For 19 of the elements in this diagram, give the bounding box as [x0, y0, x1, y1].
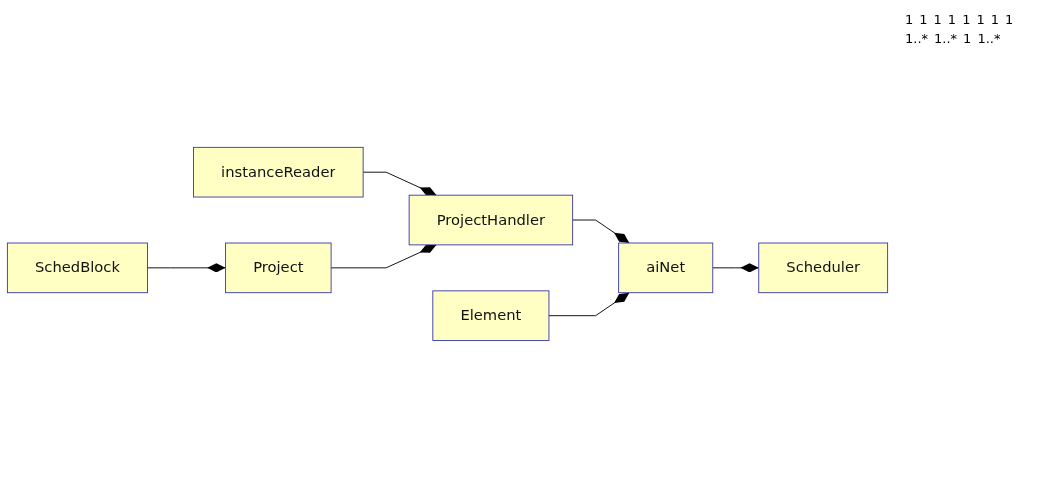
node-box: instanceReader — [193, 146, 364, 198]
node-box: aiNet — [618, 242, 714, 293]
node-box: Element — [432, 289, 550, 341]
node-box: Project — [225, 242, 332, 293]
multiplicity-label: 1..* — [977, 31, 1001, 46]
node-box: ProjectHandler — [408, 194, 574, 245]
multiplicity-label: 1..* — [934, 31, 958, 46]
multiplicity-label: 1 — [947, 12, 957, 27]
multiplicity-label: 1 — [976, 12, 985, 27]
multiplicity-label: 1 — [1004, 12, 1014, 27]
multiplicity-label: 1 — [905, 12, 914, 27]
multiplicity-label: 1 — [919, 12, 928, 27]
node-box: SchedBlock — [6, 242, 148, 293]
multiplicity-label: 1 — [962, 12, 971, 27]
multiplicity-label: 1 — [963, 31, 972, 46]
multiplicity-label: 1..* — [905, 31, 929, 46]
multiplicity-label: 1 — [990, 12, 999, 27]
multiplicity-label: 1 — [933, 12, 942, 27]
node-box: Scheduler — [758, 242, 889, 293]
